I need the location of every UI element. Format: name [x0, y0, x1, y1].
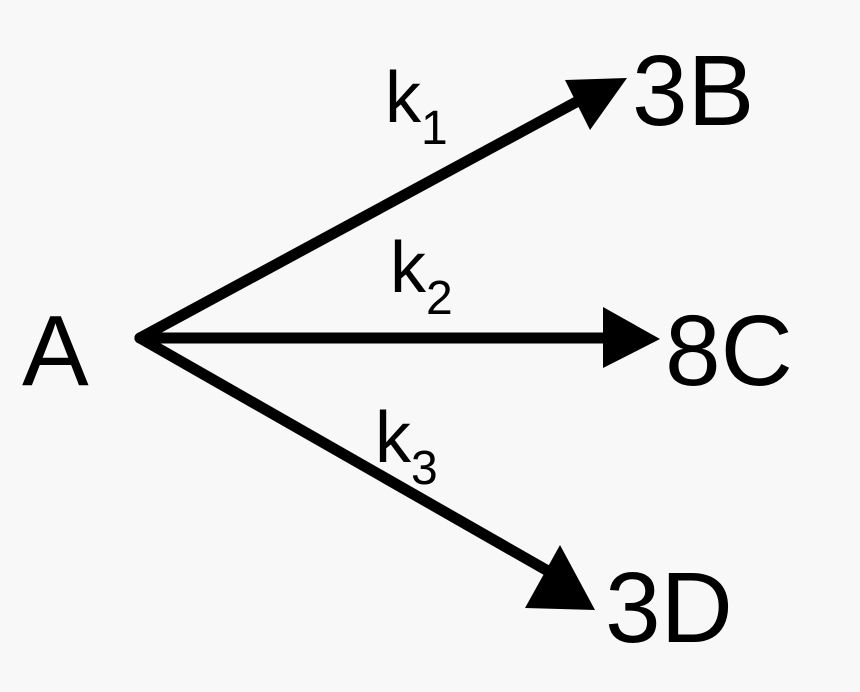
- product-3B: 3B: [632, 35, 754, 147]
- rate-constant-k2: k2: [390, 228, 453, 325]
- product-8C: 8C: [665, 295, 793, 407]
- rate-constant-k3: k3: [375, 398, 438, 495]
- arrowhead-icon: [603, 307, 660, 368]
- arrow-k3: [134, 332, 595, 610]
- arrow-k2: [134, 307, 660, 368]
- reactant-label: A: [22, 295, 89, 407]
- arrowhead-icon: [565, 78, 627, 130]
- arrowhead-icon: [525, 545, 595, 610]
- product-3D: 3D: [605, 552, 733, 664]
- arrow-k1: [134, 78, 627, 344]
- rate-constant-k1: k1: [385, 58, 448, 155]
